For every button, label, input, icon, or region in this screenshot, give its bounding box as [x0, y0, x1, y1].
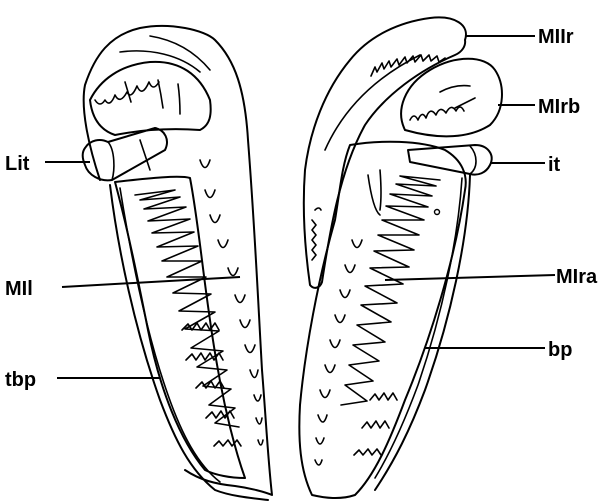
left-jaw-element	[83, 26, 272, 500]
label-lit: Lit	[5, 153, 30, 175]
label-mirb: MIrb	[538, 96, 580, 118]
label-mil: MIl	[5, 278, 33, 300]
leader-mira	[385, 275, 555, 280]
right-denticle-row-inner	[315, 170, 381, 465]
leader-mil	[62, 277, 240, 287]
left-denticle-row-inner	[200, 160, 263, 445]
label-miir: MIIr	[538, 26, 574, 48]
label-mira: MIra	[556, 266, 598, 288]
right-jaw-element	[299, 17, 502, 498]
label-bp: bp	[548, 339, 572, 361]
label-it: it	[548, 154, 561, 176]
label-tbp: tbp	[5, 369, 36, 391]
labels: Lit MIl tbp MIIr MIrb it MIra bp	[5, 26, 598, 391]
